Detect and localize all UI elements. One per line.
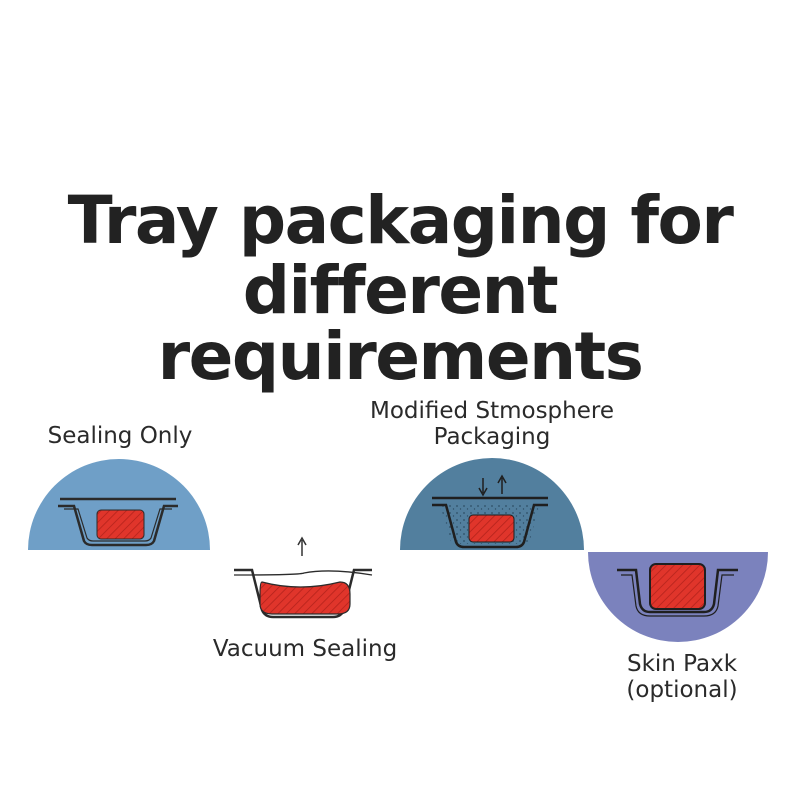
label-sealing-only: Sealing Only <box>47 423 193 449</box>
skin-pack-diagram <box>588 552 768 642</box>
sealing-only-half-disc <box>28 459 210 550</box>
gas-exchange-tray-icon <box>432 496 548 549</box>
label-vacuum-sealing: Vacuum Sealing <box>212 636 398 662</box>
modified-atmosphere-diagram <box>400 458 584 550</box>
product-block <box>259 581 351 615</box>
skin-pack-tray-icon <box>617 563 738 617</box>
label-skin-pack: Skin Paxk (optional) <box>582 651 782 704</box>
label-modified-atmosphere: Modified Stmosphere Packaging <box>352 398 632 451</box>
title-line-2: different requirements <box>157 252 644 395</box>
vacuum-tray-icon <box>233 568 373 619</box>
vacuum-arrow-up-icon <box>297 536 307 556</box>
label-modified-atmosphere-line1: Modified Stmosphere <box>370 398 614 424</box>
label-modified-atmosphere-line2: Packaging <box>433 424 551 451</box>
gas-exchange-arrows-icon <box>478 474 507 497</box>
vacuum-sealing-diagram <box>233 536 373 619</box>
sealed-tray-icon <box>58 497 178 547</box>
label-skin-pack-line2: (optional) <box>626 677 738 704</box>
product-block <box>96 509 145 540</box>
sealing-only-diagram <box>28 459 210 550</box>
title-line-1: Tray packaging for <box>67 182 734 259</box>
label-skin-pack-line1: Skin Paxk <box>626 651 738 677</box>
product-block <box>649 563 706 610</box>
product-block <box>468 514 515 543</box>
